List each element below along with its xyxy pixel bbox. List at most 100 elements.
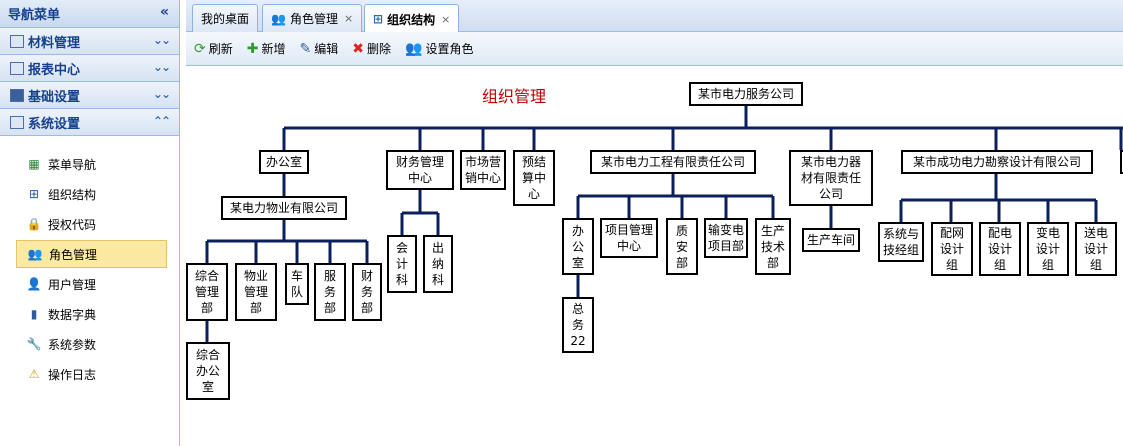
delete-label: 删除 <box>366 42 391 56</box>
menu-item-role-management[interactable]: 👥 角色管理 <box>16 240 167 268</box>
org-chart-connectors <box>205 106 1123 342</box>
org-node-root[interactable]: 某市电力服务公司 <box>689 82 803 106</box>
org-node[interactable]: 综合办公室 <box>186 342 230 400</box>
section-basic-settings[interactable]: 基础设置 ⌄⌄ <box>0 82 179 109</box>
sidebar-header: 导航菜单 « <box>0 0 179 28</box>
org-node[interactable]: 物业管理部 <box>235 263 277 321</box>
org-node[interactable]: 配电设计组 <box>979 222 1021 276</box>
expand-chevron-icon[interactable]: ⌄⌄ <box>152 87 171 101</box>
edit-button[interactable]: ✎ 编辑 <box>300 40 339 57</box>
users-icon: 👥 <box>405 40 423 57</box>
org-node[interactable]: 项目管理中心 <box>600 218 658 258</box>
tab-my-desktop[interactable]: 我的桌面 <box>192 4 259 32</box>
org-node[interactable]: 会计科 <box>387 235 417 293</box>
org-node[interactable]: 送电设计组 <box>1075 222 1117 276</box>
menu-item-data-dictionary[interactable]: ▮ 数据字典 <box>16 300 167 328</box>
org-node[interactable]: 变电设计组 <box>1027 222 1069 276</box>
menu-item-label: 数据字典 <box>48 307 97 322</box>
edit-label: 编辑 <box>314 42 339 56</box>
org-node[interactable]: 办公室 <box>259 150 309 174</box>
sitemap-icon: ▦ <box>28 157 40 171</box>
menu-item-label: 组织结构 <box>48 187 97 202</box>
collapse-chevron-icon[interactable]: ⌃⌃ <box>152 114 171 128</box>
role-icon: 👥 <box>27 247 43 261</box>
refresh-button[interactable]: ⟳ 刷新 <box>194 40 233 57</box>
navigation-sidebar: 导航菜单 « 材料管理 ⌄⌄ 报表中心 ⌄⌄ 基础设置 ⌄⌄ 系统设置 ⌃⌃ ▦… <box>0 0 180 446</box>
refresh-icon: ⟳ <box>194 40 206 57</box>
org-node[interactable]: 服务部 <box>314 263 346 321</box>
toolbar: ⟳ 刷新 ✚ 新增 ✎ 编辑 ✖ 删除 👥 设置角色 <box>186 32 1123 66</box>
close-tab-icon[interactable]: × <box>441 12 451 26</box>
close-tab-icon[interactable]: × <box>343 12 354 25</box>
org-node[interactable]: 质安部 <box>666 218 698 275</box>
section-label: 材料管理 <box>28 35 81 51</box>
org-node[interactable]: 配网设计组 <box>931 222 973 276</box>
section-system-settings[interactable]: 系统设置 ⌃⌃ <box>0 109 179 136</box>
menu-item-label: 操作日志 <box>48 367 97 382</box>
org-node[interactable]: 市场营销中心 <box>460 150 506 190</box>
org-node[interactable]: 财务管理中心 <box>386 150 454 190</box>
menu-item-label: 授权代码 <box>48 217 97 232</box>
tab-label: 我的桌面 <box>201 12 250 26</box>
org-node[interactable]: 某市成功电力勘察设计有限公司 <box>901 150 1093 174</box>
expand-chevron-icon[interactable]: ⌄⌄ <box>152 60 171 74</box>
org-node[interactable]: 综合管理部 <box>186 263 228 321</box>
sidebar-title: 导航菜单 <box>8 8 61 23</box>
add-label: 新增 <box>261 42 286 56</box>
materials-icon <box>10 34 24 48</box>
menu-item-label: 角色管理 <box>49 247 98 262</box>
delete-button[interactable]: ✖ 删除 <box>352 40 391 57</box>
org-chart: 组织管理 某市电力服务公司 办公室 财务管理中心 市场营销中心 预结算中心 某市… <box>186 67 1123 446</box>
org-node[interactable]: 某市电力器材有限责任公司 <box>789 150 873 206</box>
org-node[interactable]: 办公室 <box>562 218 594 275</box>
tab-label: 组织结构 <box>387 12 436 27</box>
org-node[interactable]: 生产技术部 <box>755 218 791 275</box>
org-node[interactable]: 系统与技经组 <box>878 222 924 262</box>
book-icon: ▮ <box>30 307 38 321</box>
table-icon <box>10 61 24 75</box>
org-node[interactable]: 车队 <box>285 263 309 305</box>
org-node[interactable]: 财务部 <box>352 263 382 321</box>
tab-label: 角色管理 <box>289 12 338 26</box>
section-label: 系统设置 <box>28 116 81 132</box>
pencil-icon: ✎ <box>299 40 312 57</box>
org-node[interactable]: 某电力物业有限公司 <box>221 196 347 220</box>
collapse-sidebar-icon[interactable]: « <box>159 4 169 20</box>
menu-item-system-params[interactable]: 🔧 系统参数 <box>16 330 167 358</box>
menu-item-org-structure[interactable]: ⊞ 组织结构 <box>16 180 167 208</box>
org-node[interactable]: 输变电项目部 <box>704 218 748 258</box>
menu-item-auth-code[interactable]: 🔒 授权代码 <box>16 210 167 238</box>
tab-org-structure[interactable]: ⊞ 组织结构 × <box>364 4 460 33</box>
tab-bar: 我的桌面 👥 角色管理 × ⊞ 组织结构 × <box>186 0 1123 33</box>
org-icon: ⊞ <box>373 12 384 26</box>
expand-chevron-icon[interactable]: ⌄⌄ <box>152 33 171 47</box>
org-node[interactable]: 预结算中心 <box>513 150 555 206</box>
org-node-clipped[interactable] <box>1120 150 1123 174</box>
menu-item-menu-nav[interactable]: ▦ 菜单导航 <box>16 150 167 178</box>
lock-icon: 🔒 <box>26 217 42 231</box>
section-label: 报表中心 <box>28 62 81 78</box>
tab-role-management[interactable]: 👥 角色管理 × <box>262 4 363 32</box>
delete-icon: ✖ <box>352 40 364 57</box>
org-node[interactable]: 生产车间 <box>802 228 860 252</box>
org-node[interactable]: 某市电力工程有限责任公司 <box>590 150 756 174</box>
menu-item-label: 系统参数 <box>48 337 97 352</box>
org-icon: ⊞ <box>28 187 40 201</box>
plus-icon: ✚ <box>246 40 259 57</box>
menu-item-user-management[interactable]: 👤 用户管理 <box>16 270 167 298</box>
section-label: 基础设置 <box>28 89 81 105</box>
wrench-icon: 🔧 <box>26 337 42 351</box>
section-reports[interactable]: 报表中心 ⌄⌄ <box>0 55 179 82</box>
warning-icon: ⚠ <box>28 367 40 381</box>
book-icon <box>10 88 24 102</box>
system-settings-menu: ▦ 菜单导航 ⊞ 组织结构 🔒 授权代码 👥 角色管理 👤 用户管理 ▮ 数据字… <box>0 136 179 388</box>
menu-item-operation-log[interactable]: ⚠ 操作日志 <box>16 360 167 388</box>
menu-item-label: 菜单导航 <box>48 157 97 172</box>
menu-item-label: 用户管理 <box>48 277 97 292</box>
user-icon: 👤 <box>26 277 42 291</box>
set-role-button[interactable]: 👥 设置角色 <box>405 40 473 57</box>
section-materials[interactable]: 材料管理 ⌄⌄ <box>0 28 179 55</box>
org-node[interactable]: 出纳科 <box>423 235 453 293</box>
org-node[interactable]: 总务22 <box>562 297 594 353</box>
add-button[interactable]: ✚ 新增 <box>247 40 286 57</box>
